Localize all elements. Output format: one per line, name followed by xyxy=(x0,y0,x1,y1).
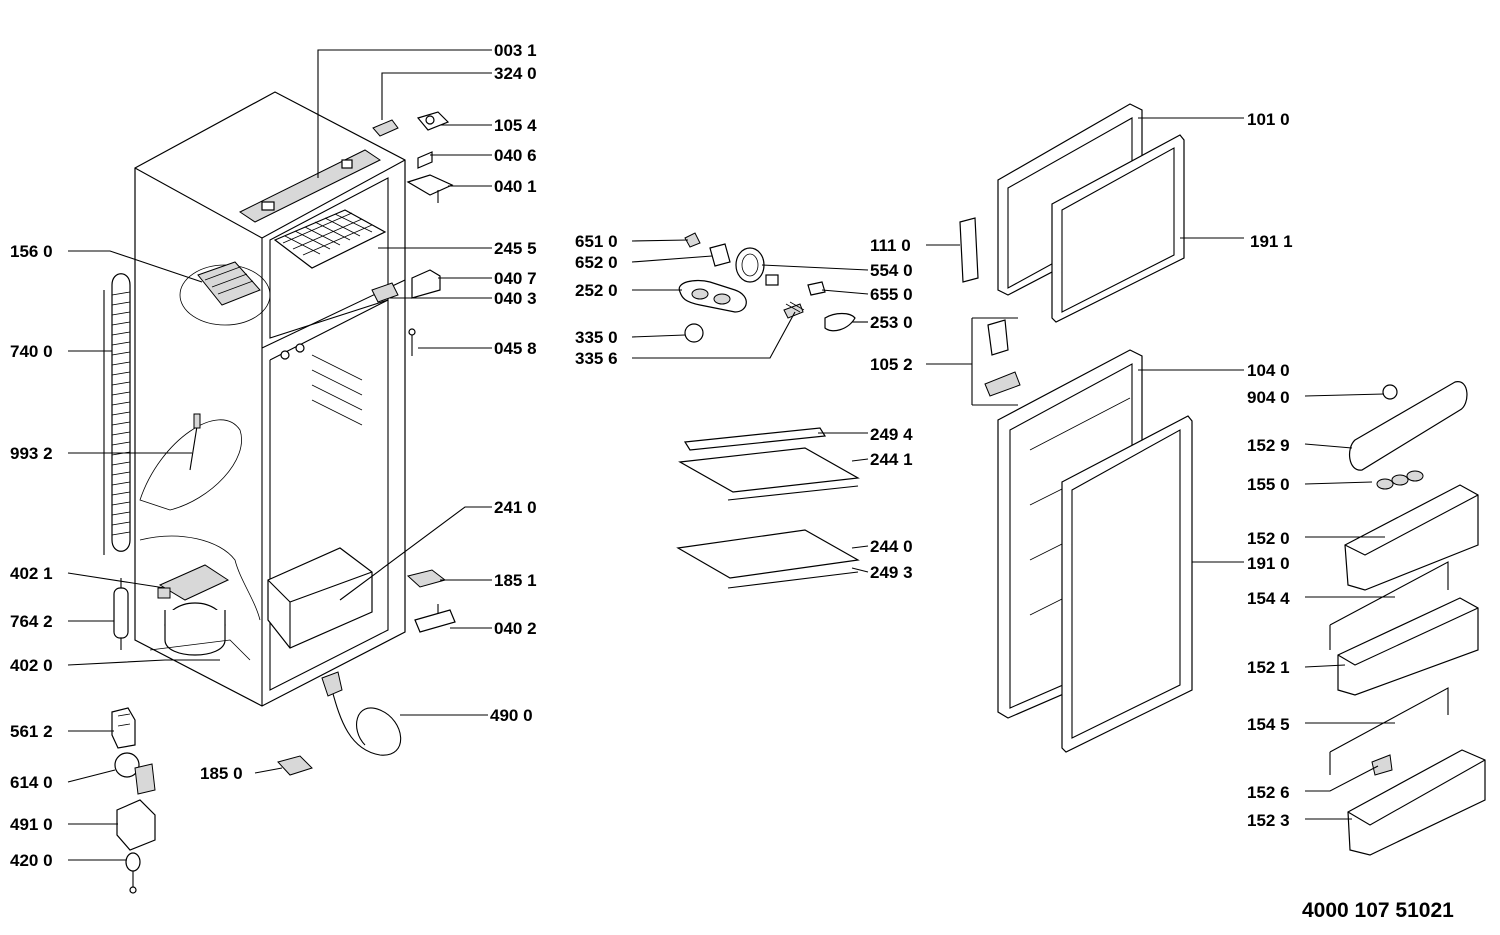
label-402-1: 402 1 xyxy=(10,564,53,583)
label-185-1: 185 1 xyxy=(494,571,537,590)
condenser-coil xyxy=(103,273,131,555)
label-420-0: 420 0 xyxy=(10,851,53,870)
label-561-2: 561 2 xyxy=(10,722,53,741)
label-764-2: 764 2 xyxy=(10,612,53,631)
label-651-0: 651 0 xyxy=(575,232,618,251)
label-152-0: 152 0 xyxy=(1247,529,1290,548)
label-740-0: 740 0 xyxy=(10,342,53,361)
label-324-0: 324 0 xyxy=(494,64,537,83)
label-105-2: 105 2 xyxy=(870,355,913,374)
label-253-0: 253 0 xyxy=(870,313,913,332)
freezer-door xyxy=(959,103,1185,406)
label-490-0: 490 0 xyxy=(490,706,533,725)
fridge-door xyxy=(997,349,1193,753)
label-241-0: 241 0 xyxy=(494,498,537,517)
label-154-5: 154 5 xyxy=(1247,715,1290,734)
label-335-6: 335 6 xyxy=(575,349,618,368)
label-652-0: 652 0 xyxy=(575,253,618,272)
label-154-4: 154 4 xyxy=(1247,589,1290,608)
label-040-2: 040 2 xyxy=(494,619,537,638)
leader-lines xyxy=(67,49,1395,861)
label-904-0: 904 0 xyxy=(1247,388,1290,407)
label-191-1: 191 1 xyxy=(1250,232,1293,251)
glass-shelves xyxy=(676,427,860,589)
label-101-0: 101 0 xyxy=(1247,110,1290,129)
label-993-2: 993 2 xyxy=(10,444,53,463)
door-bins xyxy=(1329,381,1486,856)
label-249-4: 249 4 xyxy=(870,425,913,444)
label-040-3: 040 3 xyxy=(494,289,537,308)
label-402-0: 402 0 xyxy=(10,656,53,675)
part-labels: 003 1 324 0 105 4 040 6 040 1 245 5 040 … xyxy=(10,41,1454,922)
cabinet-brackets xyxy=(277,111,456,776)
label-252-0: 252 0 xyxy=(575,281,618,300)
relay-parts xyxy=(111,707,156,894)
label-185-0: 185 0 xyxy=(200,764,243,783)
dryer-filter xyxy=(113,578,129,650)
label-335-0: 335 0 xyxy=(575,328,618,347)
label-244-0: 244 0 xyxy=(870,537,913,556)
label-655-0: 655 0 xyxy=(870,285,913,304)
label-155-0: 155 0 xyxy=(1247,475,1290,494)
document-code: 4000 107 51021 xyxy=(1302,899,1454,922)
label-191-0: 191 0 xyxy=(1247,554,1290,573)
label-152-9: 152 9 xyxy=(1247,436,1290,455)
label-245-5: 245 5 xyxy=(494,239,537,258)
label-104-0: 104 0 xyxy=(1247,361,1290,380)
power-cord xyxy=(321,671,402,756)
label-152-1: 152 1 xyxy=(1247,658,1290,677)
label-045-8: 045 8 xyxy=(494,339,537,358)
label-111-0: 111 0 xyxy=(870,236,911,255)
ice-tray xyxy=(179,261,271,326)
label-105-4: 105 4 xyxy=(494,116,537,135)
label-040-1: 040 1 xyxy=(494,177,537,196)
refrigerator-cabinet xyxy=(134,91,406,707)
label-491-0: 491 0 xyxy=(10,815,53,834)
label-040-7: 040 7 xyxy=(494,269,537,288)
label-249-3: 249 3 xyxy=(870,563,913,582)
label-614-0: 614 0 xyxy=(10,773,53,792)
label-244-1: 244 1 xyxy=(870,450,913,469)
label-040-6: 040 6 xyxy=(494,146,537,165)
label-152-6: 152 6 xyxy=(1247,783,1290,802)
label-152-3: 152 3 xyxy=(1247,811,1290,830)
compressor xyxy=(149,564,251,661)
thermostat-assembly xyxy=(678,232,856,343)
label-554-0: 554 0 xyxy=(870,261,913,280)
label-003-1: 003 1 xyxy=(494,41,537,60)
label-156-0: 156 0 xyxy=(10,242,53,261)
